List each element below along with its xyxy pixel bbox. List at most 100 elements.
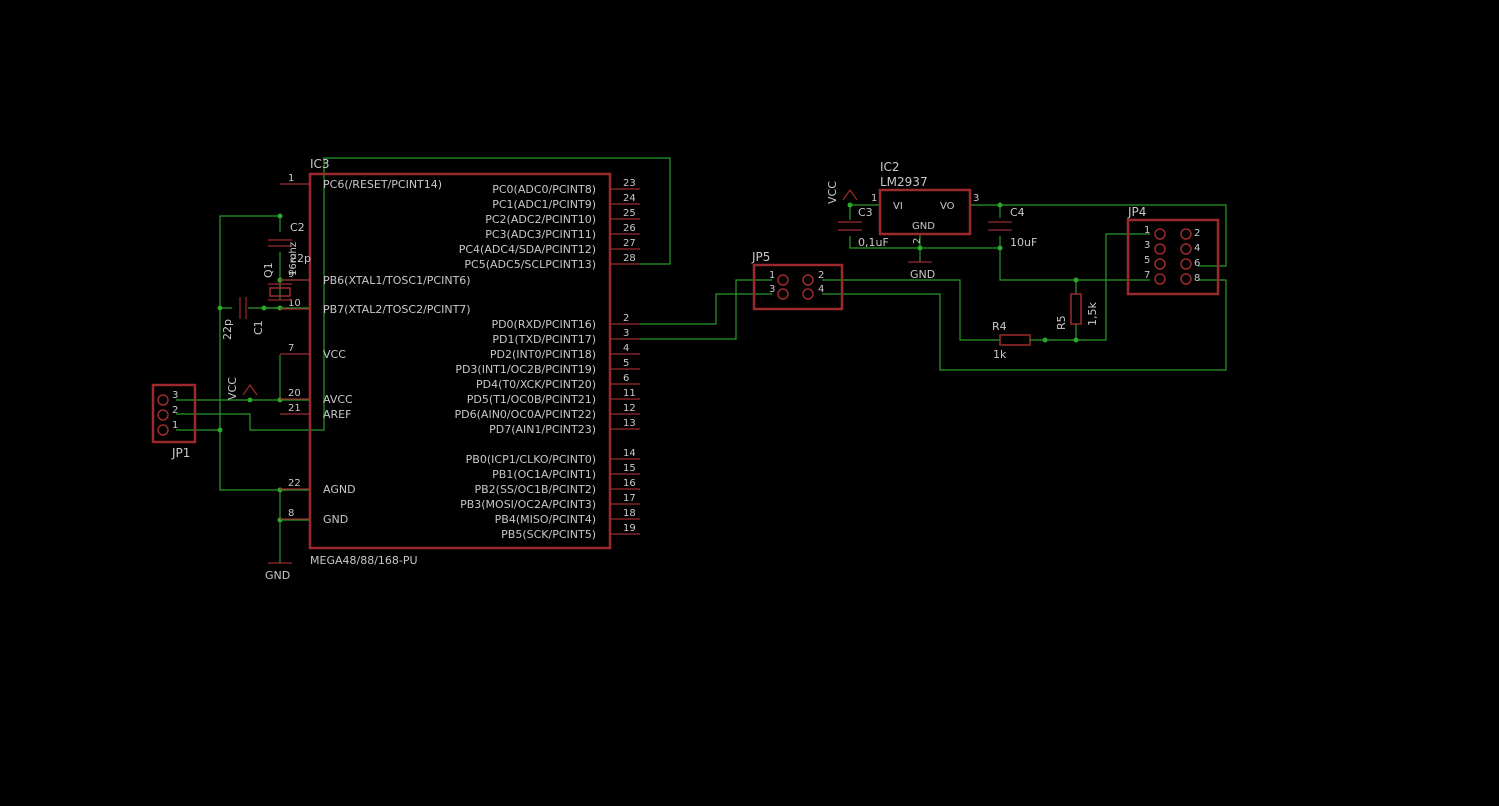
jp4-pin-number: 2 [1194, 228, 1200, 239]
c2-capacitor[interactable]: C2 22p [268, 221, 311, 265]
ic3-pin-number: 27 [623, 238, 636, 249]
q1-crystal[interactable]: Q1 16mhz [262, 242, 299, 301]
wire-jp1-aref [176, 160, 325, 431]
ic3-pin-number: 2 [623, 313, 629, 324]
ic3-right-pins: 23PC0(ADC0/PCINT8)24PC1(ADC1/PCINT9)25PC… [455, 178, 640, 541]
ic2-vo-label: VO [940, 201, 955, 212]
ic3-pin-number: 14 [623, 448, 636, 459]
jp5-pin-number: 1 [769, 270, 775, 281]
c4-value: 10uF [1010, 236, 1037, 249]
c3-name: C3 [858, 206, 873, 219]
jp1-name: JP1 [171, 446, 190, 460]
r5-name: R5 [1055, 315, 1068, 330]
wire-pc5-loop [323, 157, 671, 265]
ic3-pin-label: PD4(T0/XCK/PCINT20) [476, 378, 596, 391]
jp5-pad [802, 274, 814, 286]
vcc-arrow [242, 383, 258, 396]
jp4-pad [1180, 243, 1192, 255]
q1-body [269, 287, 291, 297]
ic3-pin-label: PD6(AIN0/OC0A/PCINT22) [455, 408, 596, 421]
ic3-pin-number: 18 [623, 508, 636, 519]
ic3-pin-label: PB7(XTAL2/TOSC2/PCINT7) [323, 303, 471, 316]
ic2-regulator[interactable]: IC2 LM2937 VI VO GND 1 3 2 [871, 160, 979, 244]
ic3-pin-number: 4 [623, 343, 629, 354]
ic3-pin-number: 3 [623, 328, 629, 339]
jp4-pin-number: 4 [1194, 243, 1200, 254]
junction [217, 305, 223, 311]
junction [847, 202, 853, 208]
jp4-body [1126, 218, 1220, 296]
jp1-body [151, 383, 197, 444]
wire-crystal-top [219, 215, 281, 350]
ic3-pin-number: 8 [288, 508, 294, 519]
jp4-pad [1154, 273, 1166, 285]
c3-value: 0,1uF [858, 236, 889, 249]
vcc-symbol-right: VCC [826, 181, 858, 204]
r4-value: 1k [993, 348, 1007, 361]
ic2-name: IC2 [880, 160, 900, 174]
ic3-pin-label: PC5(ADC5/SCLPCINT13) [464, 258, 596, 271]
ic3-pin-label: AGND [323, 483, 356, 496]
ic3-pin-label: PC6(/RESET/PCINT14) [323, 178, 442, 191]
ic3-pin-number: 13 [623, 418, 636, 429]
gnd-symbol-left: GND [265, 562, 292, 582]
c2-value: 22p [290, 252, 311, 265]
junction [917, 245, 923, 251]
jp5-pad [777, 274, 789, 286]
r4-name: R4 [992, 320, 1007, 333]
junction [1073, 277, 1079, 283]
jp4-name: JP4 [1127, 205, 1146, 219]
ic3-pin-label: PC2(ADC2/PCINT10) [485, 213, 596, 226]
junctions [217, 202, 1079, 523]
ic3-pin-label: PC4(ADC4/SDA/PCINT12) [459, 243, 596, 256]
ic3-pin-label: PB6(XTAL1/TOSC1/PCINT6) [323, 274, 471, 287]
jp4-pin-number: 8 [1194, 273, 1200, 284]
ic3-pin-number: 7 [288, 343, 294, 354]
wire-pd0-jp5 [640, 293, 772, 325]
c4-capacitor[interactable]: C4 10uF [988, 206, 1037, 249]
ic2-value: LM2937 [880, 175, 928, 189]
ic3-pin-label: PC3(ADC3/PCINT11) [485, 228, 596, 241]
junction [217, 427, 223, 433]
wire-jp5-2 [822, 279, 1000, 341]
ic3-pin-number: 17 [623, 493, 636, 504]
ic3-pin-label: PD2(INT0/PCINT18) [490, 348, 596, 361]
jp4-pad [1180, 273, 1192, 285]
jp1-pin-number: 1 [172, 420, 178, 431]
jp1-header[interactable]: 321 JP1 [151, 383, 197, 460]
c4-name: C4 [1010, 206, 1025, 219]
jp5-pin-number: 4 [818, 284, 824, 295]
r4-resistor[interactable]: R4 1k [992, 320, 1045, 361]
c3-capacitor[interactable]: C3 0,1uF [838, 206, 889, 249]
ic3-pin-label: VCC [323, 348, 346, 361]
ic2-pin2: 2 [912, 238, 923, 244]
ic3-pin-number: 25 [623, 208, 636, 219]
junction [261, 305, 267, 311]
ic3-pin-number: 6 [623, 373, 629, 384]
r5-value: 1,5k [1086, 302, 1099, 326]
ic3-pin-label: PB0(ICP1/CLKO/PCINT0) [466, 453, 596, 466]
ic3-pin-label: AREF [323, 408, 351, 421]
jp1-pin-number: 3 [172, 390, 178, 401]
c1-capacitor[interactable]: C1 22p [221, 297, 265, 340]
jp4-pin-number: 1 [1144, 225, 1150, 236]
jp5-body [752, 263, 844, 311]
ic3-pin-label: PD5(T1/OC0B/PCINT21) [467, 393, 596, 406]
ic2-body [878, 188, 972, 236]
jp5-pin-number: 2 [818, 270, 824, 281]
ic3-pin-label: AVCC [323, 393, 353, 406]
r5-body [1070, 293, 1082, 325]
gnd-right-label: GND [910, 268, 935, 281]
ic3-pin-label: PD7(AIN1/PCINT23) [489, 423, 596, 436]
jp5-name: JP5 [751, 250, 770, 264]
jp1-pad [157, 409, 169, 421]
ic3-pin-number: 20 [288, 388, 301, 399]
r5-resistor[interactable]: R5 1,5k [1055, 293, 1099, 330]
gnd-symbol-right: GND [908, 261, 935, 281]
junction [277, 517, 283, 523]
